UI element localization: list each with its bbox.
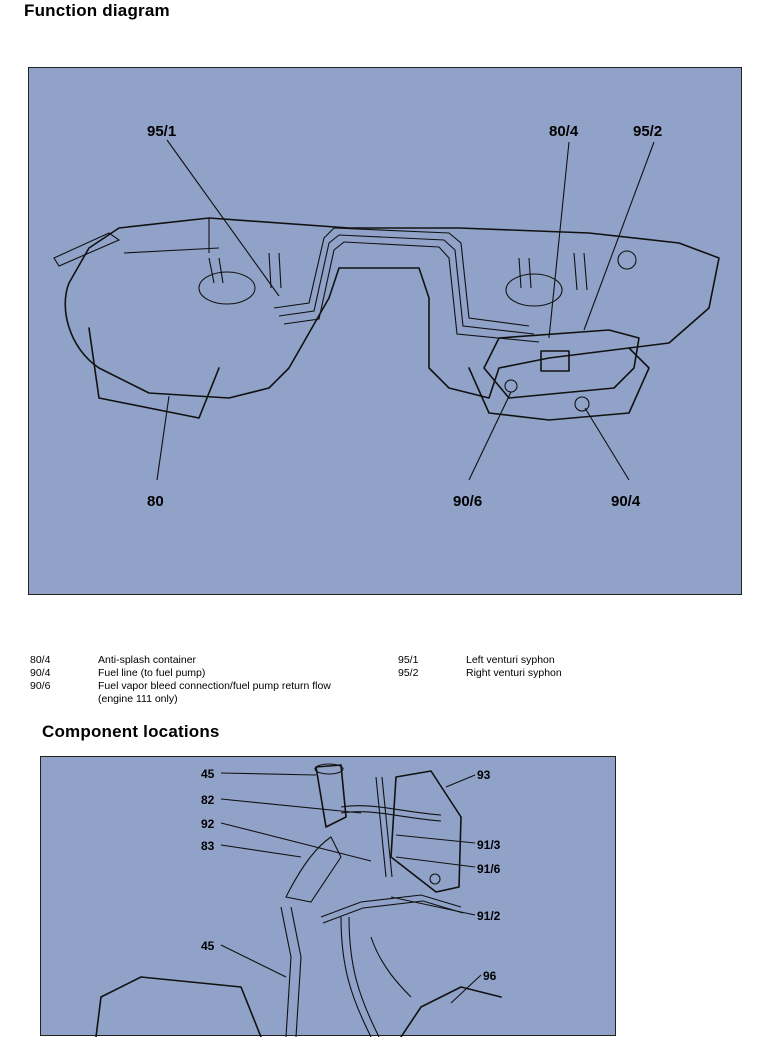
label-91-6: 91/6 bbox=[477, 862, 501, 876]
label-91-2: 91/2 bbox=[477, 909, 501, 923]
anti-splash-container bbox=[483, 329, 640, 412]
label-80: 80 bbox=[147, 493, 164, 510]
legend-text: Anti-splash container bbox=[98, 654, 197, 666]
label-95-2: 95/2 bbox=[633, 123, 662, 140]
function-diagram-panel: 95/1 80/4 95/2 80 90/6 90/4 bbox=[28, 67, 742, 595]
legend-row: 90/4 Fuel line (to fuel pump) bbox=[30, 667, 358, 680]
legend-row: 95/2 Right venturi syphon bbox=[398, 667, 726, 680]
legend-text: Left venturi syphon bbox=[466, 654, 555, 666]
fuel-tank-outline bbox=[53, 217, 720, 421]
legend-text: Fuel vapor bleed connection/fuel pump re… bbox=[98, 680, 331, 705]
legend-text: Right venturi syphon bbox=[466, 667, 562, 679]
label-95-1: 95/1 bbox=[147, 123, 176, 140]
component-locations-heading: Component locations bbox=[42, 722, 220, 741]
label-96: 96 bbox=[483, 969, 497, 983]
label-82: 82 bbox=[201, 793, 215, 807]
leader-lines bbox=[156, 139, 655, 481]
leader-lines bbox=[220, 772, 482, 1004]
component-locations-drawing: 45 82 92 83 45 93 91/3 91/6 91/2 96 bbox=[95, 763, 502, 1037]
legend-code: 90/4 bbox=[30, 667, 51, 679]
legend-code: 80/4 bbox=[30, 654, 51, 666]
component-locations-panel: 45 82 92 83 45 93 91/3 91/6 91/2 96 bbox=[40, 756, 616, 1037]
legend-left: 80/4 Anti-splash container 90/4 Fuel lin… bbox=[30, 654, 358, 706]
legend-text: Fuel line (to fuel pump) bbox=[98, 667, 206, 679]
function-diagram-heading: Function diagram bbox=[24, 1, 170, 20]
legend-row: 95/1 Left venturi syphon bbox=[398, 654, 726, 667]
label-45-bottom: 45 bbox=[201, 939, 215, 953]
label-91-3: 91/3 bbox=[477, 838, 501, 852]
label-45-top: 45 bbox=[201, 767, 215, 781]
label-80-4: 80/4 bbox=[549, 123, 579, 140]
component-drawing bbox=[95, 763, 502, 1037]
label-90-4: 90/4 bbox=[611, 493, 641, 510]
legend-row: 90/6 Fuel vapor bleed connection/fuel pu… bbox=[30, 680, 358, 706]
label-83: 83 bbox=[201, 839, 215, 853]
label-92: 92 bbox=[201, 817, 215, 831]
legend-code: 95/1 bbox=[398, 654, 419, 666]
label-90-6: 90/6 bbox=[453, 493, 482, 510]
legend-right: 95/1 Left venturi syphon 95/2 Right vent… bbox=[398, 654, 726, 680]
fuel-lines bbox=[208, 227, 588, 343]
legend-row: 80/4 Anti-splash container bbox=[30, 654, 358, 667]
legend-code: 90/6 bbox=[30, 680, 51, 692]
legend-code: 95/2 bbox=[398, 667, 419, 679]
label-93: 93 bbox=[477, 768, 491, 782]
fuel-tank-drawing: 95/1 80/4 95/2 80 90/6 90/4 bbox=[53, 123, 720, 510]
